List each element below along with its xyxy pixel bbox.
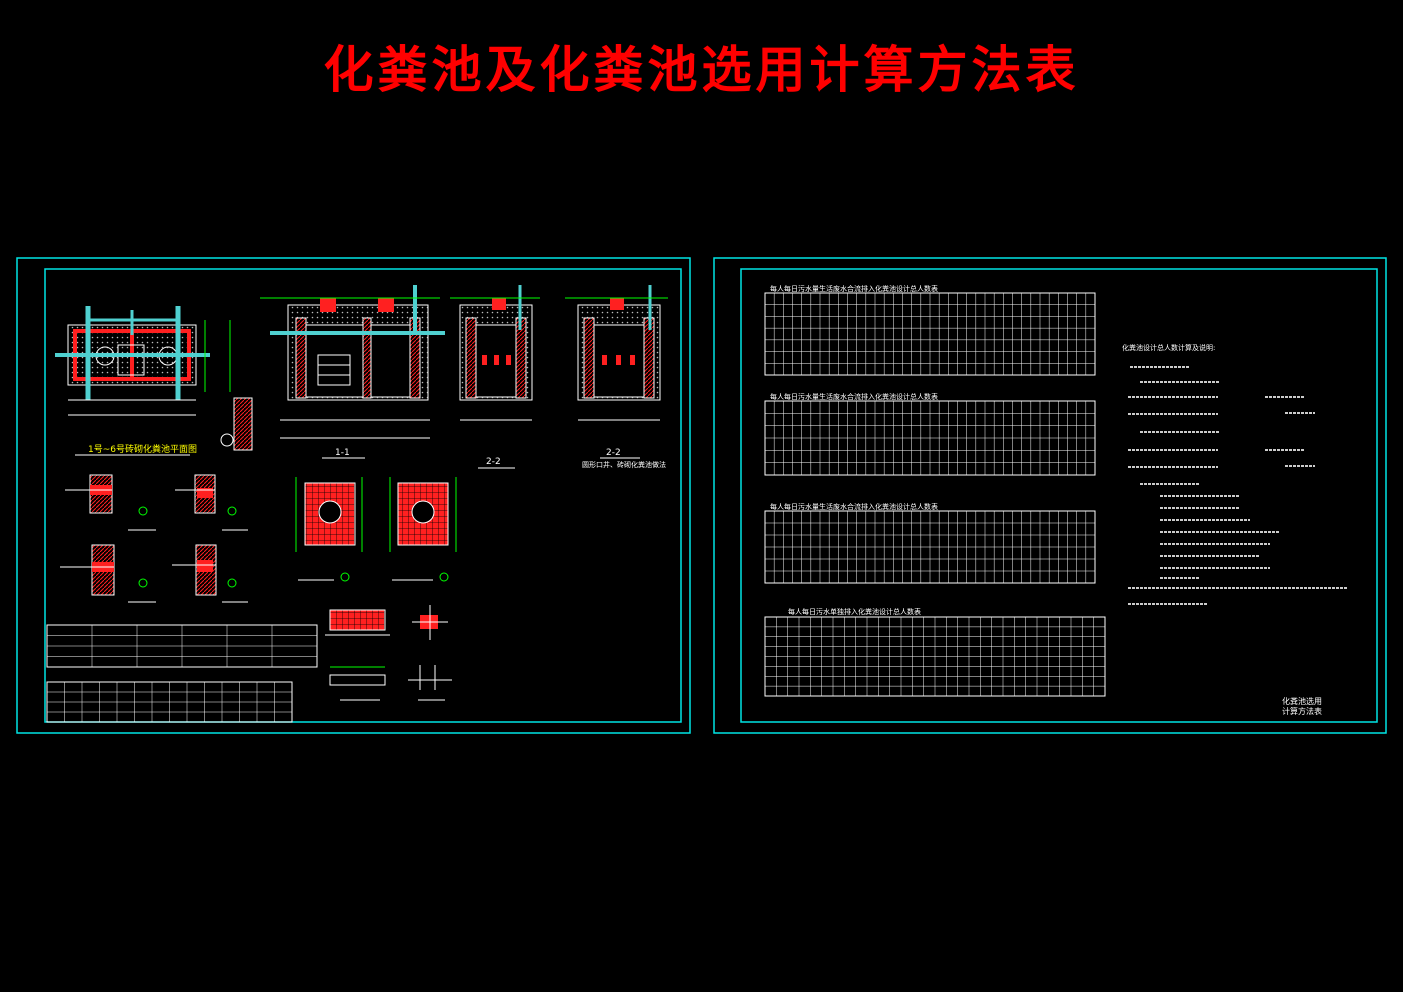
manhole-cover-details: [295, 477, 457, 582]
wall-details: [60, 474, 248, 603]
title-block-line-2: 计算方法表: [1282, 706, 1322, 716]
page-title: 化粪池及化粪池选用计算方法表: [323, 40, 1080, 99]
table-title-4: 每人每日污水单独排入化粪池设计总人数表: [788, 607, 921, 616]
data-table-3: [764, 510, 1096, 584]
table-title-1: 每人每日污水量生活废水合流排入化粪池设计总人数表: [770, 284, 938, 293]
plan-caption: 1号~6号砖砌化粪池平面图: [88, 443, 197, 455]
notes-heading: 化粪池设计总人数计算及说明:: [1122, 343, 1215, 352]
materials-table: [46, 624, 318, 668]
data-table-2: [764, 400, 1096, 476]
dimensions-table: [46, 681, 293, 723]
title-block-line-1: 化粪池选用: [1282, 696, 1322, 706]
section-note: 圆形口井、砖砌化粪池做法: [582, 460, 666, 469]
data-table-1: [764, 292, 1096, 376]
data-table-4: [764, 616, 1106, 697]
sheet-2-frame: [713, 257, 1387, 734]
sheet-1-frame: [16, 257, 691, 734]
section-2-2-b: [565, 285, 668, 459]
sheet-2-tables: [764, 292, 1106, 697]
table-title-3: 每人每日污水量生活废水合流排入化粪池设计总人数表: [770, 502, 938, 511]
section-2-2-a: [450, 285, 540, 469]
beam-details: [325, 605, 452, 701]
section-label-1: 1-1: [335, 448, 350, 458]
table-title-2: 每人每日污水量生活废水合流排入化粪池设计总人数表: [770, 392, 938, 401]
septic-tank-plan-view: [55, 306, 253, 456]
section-label-2: 2-2: [486, 457, 501, 467]
section-label-3: 2-2: [606, 448, 621, 458]
notes-lines: [1128, 366, 1348, 605]
sheet-1-tables: [46, 624, 318, 723]
section-1-1: [260, 285, 445, 459]
